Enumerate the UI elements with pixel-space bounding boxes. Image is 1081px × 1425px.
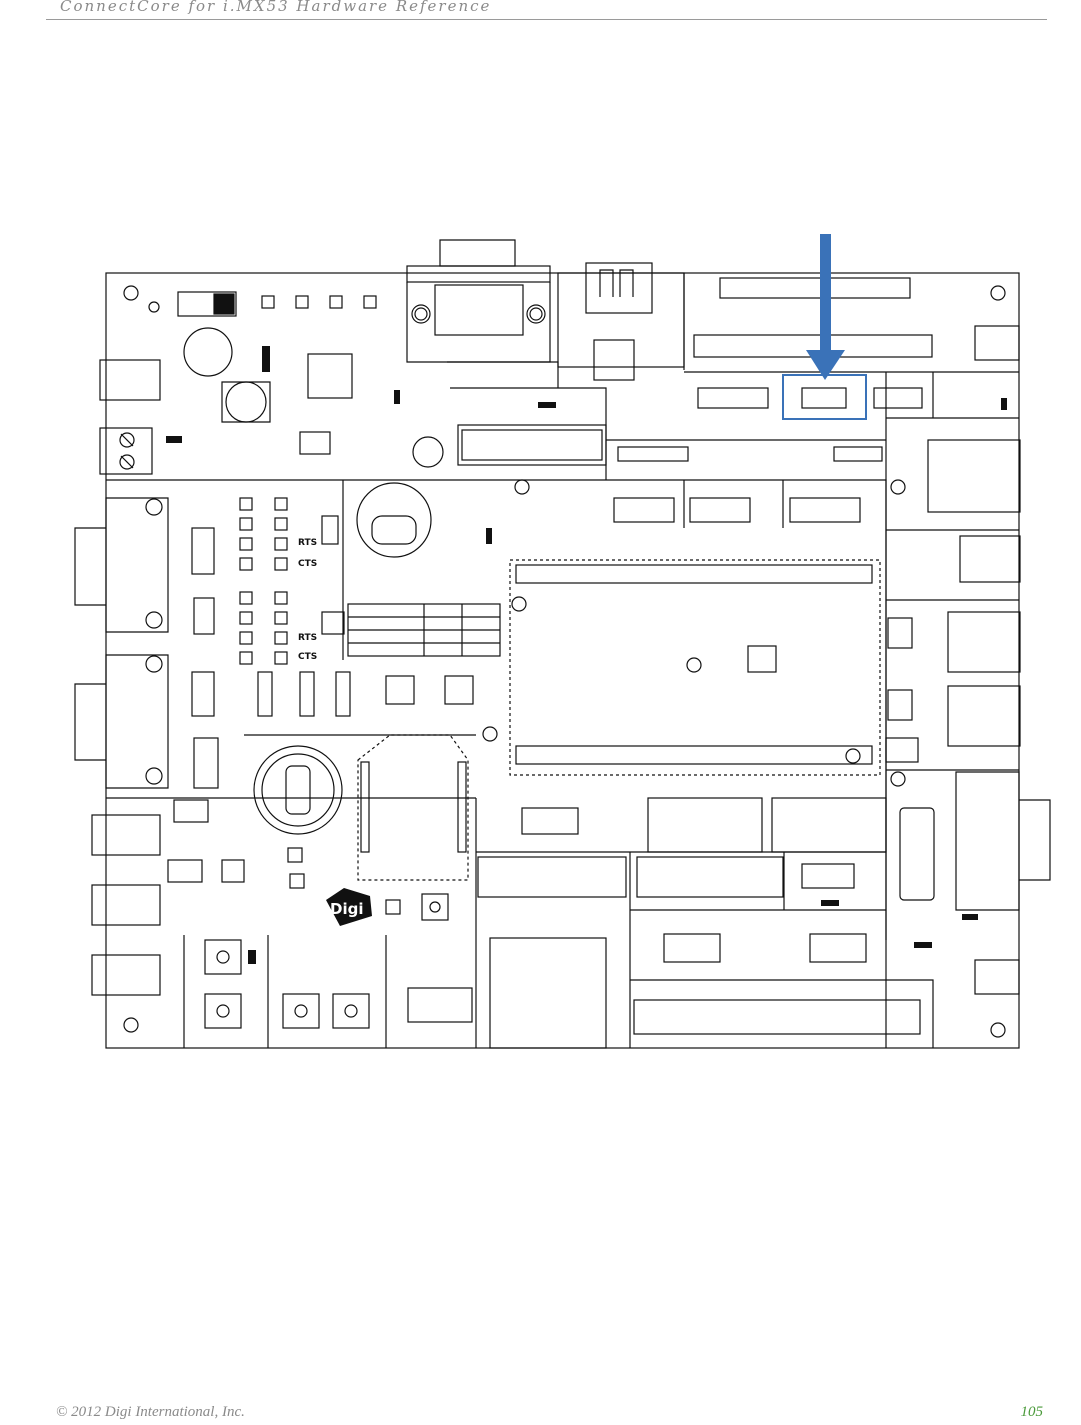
footer-copyright: © 2012 Digi International, Inc. xyxy=(56,1404,245,1421)
lcd-connector-top xyxy=(720,278,910,298)
svg-text:Digi: Digi xyxy=(330,900,363,918)
dark-component xyxy=(262,346,270,372)
jtag-header xyxy=(458,425,606,465)
cts-label-2: CTS xyxy=(298,652,317,662)
rtc-battery xyxy=(254,746,342,834)
expansion-header xyxy=(634,1000,920,1034)
usb-port-1 xyxy=(948,612,1020,672)
vga-connector xyxy=(956,772,1050,910)
power-jack xyxy=(100,360,160,400)
antenna-2 xyxy=(975,960,1019,994)
mini-usb xyxy=(960,536,1020,582)
usb-top-connector xyxy=(586,263,652,313)
sd-card-slot xyxy=(490,938,606,1048)
ethernet-jack xyxy=(928,440,1020,512)
board-outline xyxy=(106,273,1019,1048)
antenna-1 xyxy=(975,326,1019,360)
highlight-box xyxy=(783,375,866,419)
audio-jack-1 xyxy=(92,815,160,855)
ribbon-header-2 xyxy=(637,857,783,897)
hdmi-connector xyxy=(900,808,934,900)
module-connector-bottom xyxy=(516,746,872,764)
terminal-block xyxy=(100,428,152,474)
coin-cell xyxy=(357,483,431,557)
audio-jack-2 xyxy=(92,885,160,925)
rts-label-2: RTS xyxy=(298,633,317,643)
page-number: 105 xyxy=(1021,1404,1044,1421)
callout-arrow xyxy=(806,234,845,380)
module-outline xyxy=(510,560,880,775)
ribbon-header-1 xyxy=(478,857,626,897)
db9-top-connector xyxy=(440,240,515,266)
digi-logo: Digi xyxy=(326,888,372,926)
module-connector-top xyxy=(516,565,872,583)
usb-port-2 xyxy=(948,686,1020,746)
xbee-socket xyxy=(358,735,468,880)
audio-jack-3 xyxy=(92,955,160,995)
cts-label-1: CTS xyxy=(298,559,317,569)
rts-label-1: RTS xyxy=(298,538,317,548)
